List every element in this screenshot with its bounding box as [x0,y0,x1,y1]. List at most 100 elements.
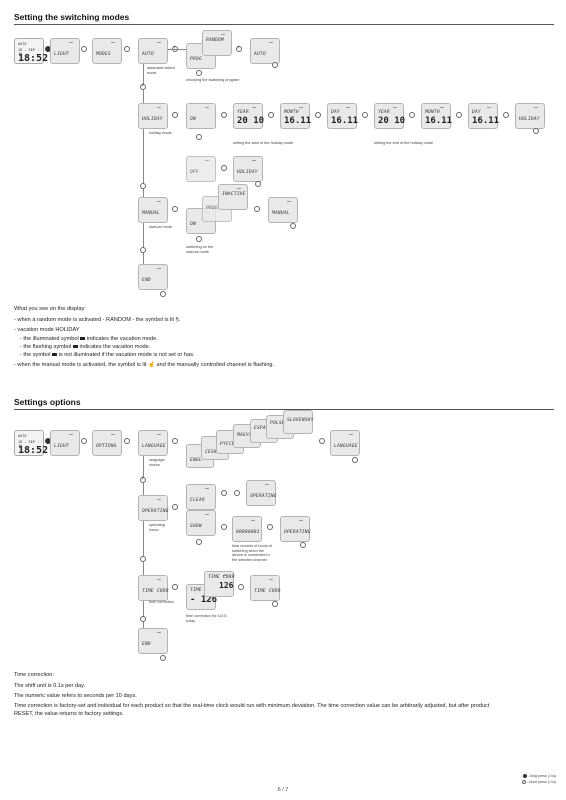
screen-language: LANGUAGE [138,430,168,456]
clock-date: 16 - SEP - 10 [18,48,40,56]
confirm-icon [160,291,166,297]
hand-icon: ☝ [148,362,155,368]
short-press-icon [124,46,130,52]
screen-manual-result: MANUAL [268,197,298,223]
short-press-icon [140,556,146,562]
confirm-icon [272,62,278,68]
short-press-icon [124,438,130,444]
short-press-icon [267,524,273,530]
short-press-icon [81,46,87,52]
short-press-icon [81,438,87,444]
screen-show: SHOW [186,510,216,536]
short-press-icon [140,247,146,253]
screen-on: ON [186,103,216,129]
short-press-icon [140,83,146,90]
confirm-icon [300,542,306,548]
display-info-line6: - when the manual mode is activated, the… [14,362,275,368]
short-press-icon [234,490,240,496]
caption-time-corr: time correction [149,600,174,604]
long-press-icon [522,774,527,779]
confirm-icon [290,223,296,229]
screen-operating-clear: OPERATING [246,480,277,506]
screen-random: RANDOM [202,30,232,56]
screen-light: LIGHT [50,38,80,64]
screen-holiday-off: HOLIDAY [233,156,263,182]
screen-end: END [138,264,168,290]
notes-heading: Time correction: [14,672,54,678]
screen-manual: MANUAL [138,197,168,223]
notes-p4: RESET, the value returns to factory sett… [14,711,124,717]
notes-p3: Time correction is factory-set and indiv… [14,703,490,709]
caption-operating: operating hours [149,523,165,532]
short-press-icon [140,476,146,483]
caption-language: language choice [149,458,165,467]
screen-holiday-end: HOLIDAY [515,103,545,129]
short-press-icon [268,112,274,118]
confirm-icon [160,655,166,661]
clock-display: AUTO 16 - SEP - 10 18:52 [14,38,48,64]
section-title-settings: Settings options [14,397,81,407]
section-title-switching-modes: Setting the switching modes [14,12,130,22]
screen-holiday: HOLIDAY [138,103,168,129]
short-press-icon [172,112,178,118]
page-number: 6 / 7 [277,787,289,793]
short-press-icon [172,206,178,212]
screen-lang-slovensky: SLOVENSKY [283,410,314,434]
short-press-icon [196,134,202,140]
clock-display: AUTO 16 - SEP - 10 18:52 [14,430,48,456]
caption-holiday-end: setting the end of the holiday mode [374,141,434,145]
caption-manual: manual mode [149,225,173,229]
confirm-icon [255,181,261,187]
legend-long: - long press (>1s) [522,774,556,779]
short-press-icon [196,70,202,76]
short-press-icon [236,45,242,52]
suitcase-icon [52,353,58,357]
suitcase-icon [72,345,78,349]
short-press-icon [172,584,178,590]
screen-operating-show: OPERATING [280,516,311,542]
short-press-icon [456,112,462,118]
short-press-icon [172,504,178,510]
caption-holiday: holiday mode [149,131,172,135]
screen-operating: OPERATING [138,495,169,521]
legend-short: - short press (<1s) [521,780,556,785]
short-press-icon [503,112,509,118]
caption-holiday-start: setting the start of the holiday mode [233,141,294,145]
display-info-line3: - the illuminated symbol indicates the v… [20,336,158,342]
screen-counter: 00000001 [232,516,262,542]
short-press-icon [409,112,415,118]
short-press-icon [221,112,227,118]
display-info-line1: - when a random mode is activated - RAND… [14,317,181,323]
suitcase-icon [80,337,86,341]
screen-language-result: LANGUAGE [330,430,360,456]
random-symbol-icon: § [175,317,179,323]
screen-end: END [138,628,168,654]
short-press-icon [238,584,244,590]
screen-auto: AUTO [138,38,168,64]
screen-clear: CLEAR [186,484,216,510]
short-press-icon [140,616,146,622]
short-press-icon [254,206,260,212]
screen-off: OFF [186,156,216,182]
clock-mode: AUTO [18,42,27,46]
screen-auto-result: AUTO [250,38,280,64]
short-press-icon [362,112,368,118]
display-info-line2: - vacation mode HOLIDAY [14,327,80,333]
short-press-icon [196,539,202,545]
clock-time: 18:52 [18,53,49,64]
short-press-icon [319,438,325,444]
caption-total-hours: total number of hours of switching when … [232,544,273,562]
confirm-icon [352,457,358,463]
screen-modes: MODES [92,38,122,64]
caption-time-corr-by: time correction by ±12.6 s/day [186,614,227,623]
section-rule [14,409,554,410]
short-press-icon [221,490,227,496]
short-press-icon [196,236,202,242]
short-press-icon [221,524,227,530]
